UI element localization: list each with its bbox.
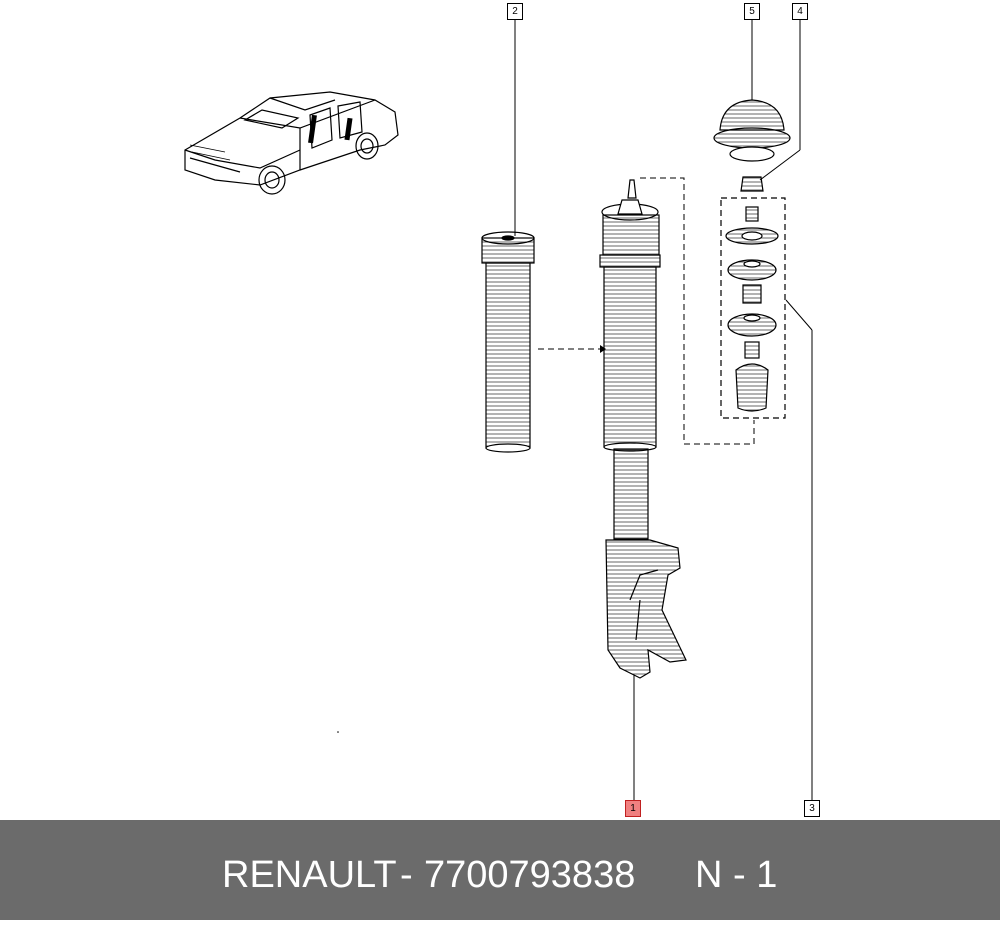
brand-name: RENAULT bbox=[222, 854, 397, 896]
callout-2[interactable]: 2 bbox=[507, 3, 523, 20]
leader-lines bbox=[514, 20, 813, 800]
exploded-view-drawing bbox=[184, 20, 813, 800]
callout-5[interactable]: 5 bbox=[744, 3, 760, 20]
footer-bar: RENAULT - 7700793838 N - 1 bbox=[0, 820, 1000, 920]
footer-separator: - bbox=[400, 854, 413, 896]
shock-absorber-part bbox=[599, 179, 687, 679]
callout-3[interactable]: 3 bbox=[804, 800, 820, 817]
part-number: 7700793838 bbox=[424, 854, 636, 896]
callout-4[interactable]: 4 bbox=[792, 3, 808, 20]
mounting-kit-part bbox=[720, 197, 786, 419]
dust-boot-part bbox=[481, 231, 535, 453]
car-illustration bbox=[184, 91, 399, 195]
top-mount-cap-part bbox=[713, 99, 791, 162]
callout-1[interactable]: 1 bbox=[625, 800, 641, 817]
parts-diagram: 1 2 3 4 5 bbox=[184, 3, 820, 817]
position-label: N - 1 bbox=[695, 854, 778, 896]
nut-part bbox=[740, 176, 764, 192]
